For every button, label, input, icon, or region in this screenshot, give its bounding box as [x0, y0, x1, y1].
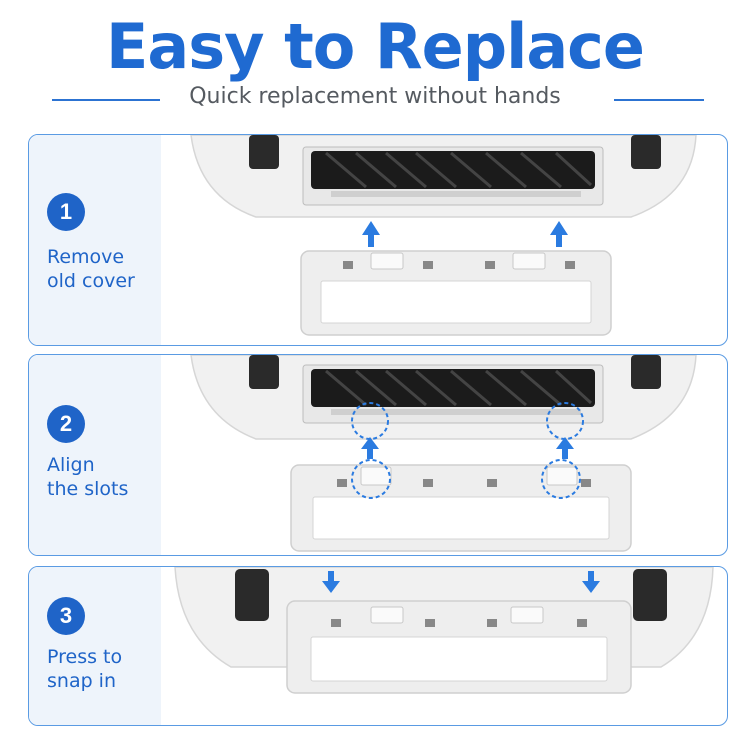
step-label-line1: Press to [47, 646, 123, 668]
divider-left [52, 99, 160, 101]
wheel-right-icon [633, 569, 667, 621]
wheel-left-icon [249, 355, 279, 389]
divider-right [614, 99, 704, 101]
roller-brush [311, 151, 595, 189]
step-number-badge: 3 [47, 597, 85, 635]
wheel-left-icon [235, 569, 269, 621]
step-number-badge: 1 [47, 193, 85, 231]
wheel-right-icon [631, 355, 661, 389]
step-label-line1: Remove [47, 246, 125, 268]
step-illustration [190, 355, 697, 552]
step-illustration [174, 567, 714, 694]
step-label: Press to snap in [47, 645, 159, 693]
wheel-left-icon [249, 135, 279, 169]
step-label-line2: the slots [47, 478, 129, 500]
page-title: Easy to Replace [106, 10, 645, 83]
subtitle-row: Quick replacement without hands [0, 84, 750, 114]
roller-brush [311, 369, 595, 407]
step-card-3: 3 Press to snap in [28, 566, 728, 726]
step-label: Remove old cover [47, 245, 159, 293]
arrow-down-icon [322, 571, 600, 593]
step-side-panel [29, 355, 161, 555]
step-card-2: 2 Align the slots [28, 354, 728, 556]
arrow-up-icon [361, 437, 574, 459]
step-side-panel [29, 567, 161, 725]
dashed-circle-highlight [351, 459, 581, 499]
arrow-up-icon [362, 221, 568, 247]
step-label-line1: Align [47, 454, 95, 476]
step-label: Align the slots [47, 453, 159, 501]
step-illustration [190, 135, 697, 336]
wheel-right-icon [631, 135, 661, 169]
page-subtitle: Quick replacement without hands [189, 84, 561, 109]
step-number-badge: 2 [47, 405, 85, 443]
step-side-panel [29, 135, 161, 345]
step-label-line2: snap in [47, 670, 117, 692]
step-card-1: 1 Remove old cover [28, 134, 728, 346]
step-label-line2: old cover [47, 270, 135, 292]
